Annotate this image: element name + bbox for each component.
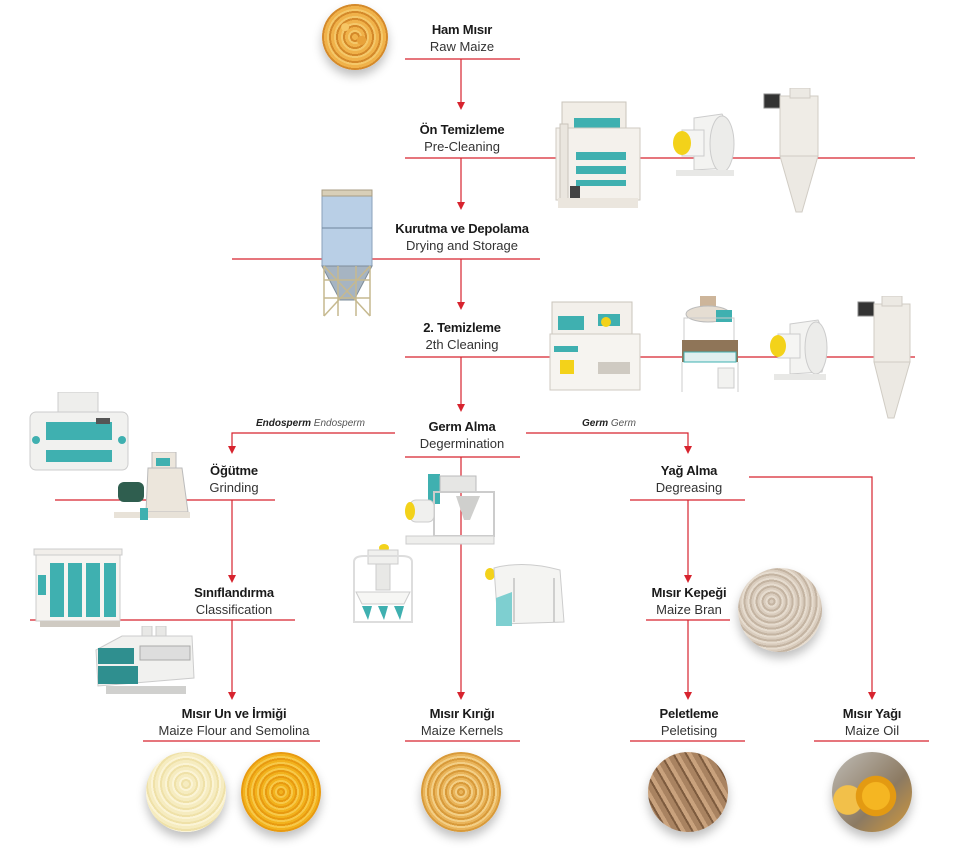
step-second-cleaning-en: 2th Cleaning — [425, 337, 499, 352]
step-kernels: Mısır Kırığı Maize Kernels — [421, 705, 503, 739]
arrowhead-icon — [228, 575, 236, 583]
step-peletising-tr: Peletleme — [659, 706, 719, 721]
step-bran-en: Maize Bran — [656, 602, 722, 617]
arrowhead-icon — [457, 692, 465, 700]
step-flour-semolina: Mısır Un ve İrmiği Maize Flour and Semol… — [158, 705, 309, 739]
step-bran: Mısır Kepeği Maize Bran — [652, 584, 727, 618]
step-oil-en: Maize Oil — [844, 723, 900, 738]
roller-mill-icon — [29, 392, 129, 471]
step-pre-cleaning-en: Pre-Cleaning — [424, 139, 500, 154]
step-grinding-tr: Öğütme — [210, 463, 258, 478]
fan-machine-icon — [673, 113, 735, 176]
maize-semolina-photo — [241, 752, 321, 832]
step-pre-cleaning-tr: Ön Temizleme — [419, 122, 505, 137]
step-oil-tr: Mısır Yağı — [842, 706, 902, 721]
hammer-mill-icon — [114, 452, 190, 520]
arrowhead-icon — [457, 102, 465, 110]
step-kernels-tr: Mısır Kırığı — [429, 706, 495, 721]
step-grinding: Öğütme Grinding — [209, 462, 258, 496]
step-drying-storage-en: Drying and Storage — [405, 238, 518, 253]
branch-germ-tr: Germ — [582, 418, 609, 429]
maize-oil-photo — [832, 752, 912, 832]
fan-machine-icon — [770, 319, 828, 380]
scourer-machine-icon — [549, 301, 641, 391]
step-peletising: Peletleme Peletising — [660, 705, 719, 739]
drum-sieve-icon — [485, 563, 565, 626]
step-classification: Sınıflandırma Classification — [194, 584, 274, 618]
endosperm-branch-line — [231, 432, 395, 448]
branch-endosperm-en: Endosperm — [313, 418, 365, 429]
step-drying-storage: Kurutma ve Depolama Drying and Storage — [395, 220, 529, 254]
step-classification-tr: Sınıflandırma — [194, 585, 274, 600]
arrowhead-icon — [228, 446, 236, 454]
step-drying-storage-tr: Kurutma ve Depolama — [395, 221, 529, 236]
arrowhead-icon — [684, 575, 692, 583]
step-degreasing: Yağ Alma Degreasing — [656, 462, 723, 496]
arrowhead-icon — [684, 446, 692, 454]
step-raw-maize: Ham Mısır Raw Maize — [430, 21, 494, 55]
arrowhead-icon — [457, 404, 465, 412]
raw-maize-photo — [322, 4, 388, 70]
arrowhead-icon — [228, 692, 236, 700]
step-degermination-en: Degermination — [419, 436, 505, 451]
step-flour-semolina-tr: Mısır Un ve İrmiği — [181, 706, 287, 721]
step-bran-tr: Mısır Kepeği — [651, 585, 727, 600]
arrowhead-icon — [457, 302, 465, 310]
cyclone-machine-icon — [763, 88, 819, 213]
step-second-cleaning: 2. Temizleme 2th Cleaning — [423, 319, 501, 353]
maize-kernels-photo — [421, 752, 501, 832]
purifier-icon — [95, 626, 195, 694]
degerminator-icon — [405, 474, 495, 545]
branch-germ-en: Germ — [610, 418, 636, 429]
silo-icon — [321, 189, 373, 317]
branch-endosperm-tr: Endosperm — [256, 418, 312, 429]
step-oil: Mısır Yağı Maize Oil — [842, 705, 902, 739]
pellets-photo — [648, 752, 728, 832]
step-degermination-tr: Germ Alma — [428, 419, 496, 434]
step-raw-maize-en: Raw Maize — [429, 39, 495, 54]
step-kernels-en: Maize Kernels — [420, 723, 504, 738]
arrowhead-icon — [684, 692, 692, 700]
arrowhead-icon — [457, 202, 465, 210]
branch-germ-label: Germ Germ — [582, 418, 636, 429]
step-grinding-en: Grinding — [209, 480, 259, 495]
step-classification-en: Classification — [195, 602, 273, 617]
step-peletising-en: Peletising — [660, 723, 718, 738]
step-raw-maize-tr: Ham Mısır — [431, 22, 493, 37]
branch-endosperm-label: Endosperm Endosperm — [256, 418, 365, 429]
step-degermination: Germ Alma Degermination — [420, 418, 505, 452]
maize-bran-photo — [738, 568, 822, 652]
step-second-cleaning-tr: 2. Temizleme — [423, 320, 501, 335]
aspirator-icon — [353, 544, 413, 623]
germ-branch-line — [526, 432, 689, 448]
separator-machine-icon — [555, 101, 641, 208]
step-pre-cleaning: Ön Temizleme Pre-Cleaning — [420, 121, 505, 155]
maize-flour-photo — [146, 752, 226, 832]
step-flour-semolina-en: Maize Flour and Semolina — [158, 723, 310, 738]
destoner-machine-icon — [681, 296, 739, 392]
step-degreasing-tr: Yağ Alma — [660, 463, 718, 478]
arrowhead-icon — [868, 692, 876, 700]
plansifter-icon — [33, 548, 123, 627]
cyclone-machine-icon — [857, 296, 911, 419]
step-degreasing-en: Degreasing — [655, 480, 723, 495]
